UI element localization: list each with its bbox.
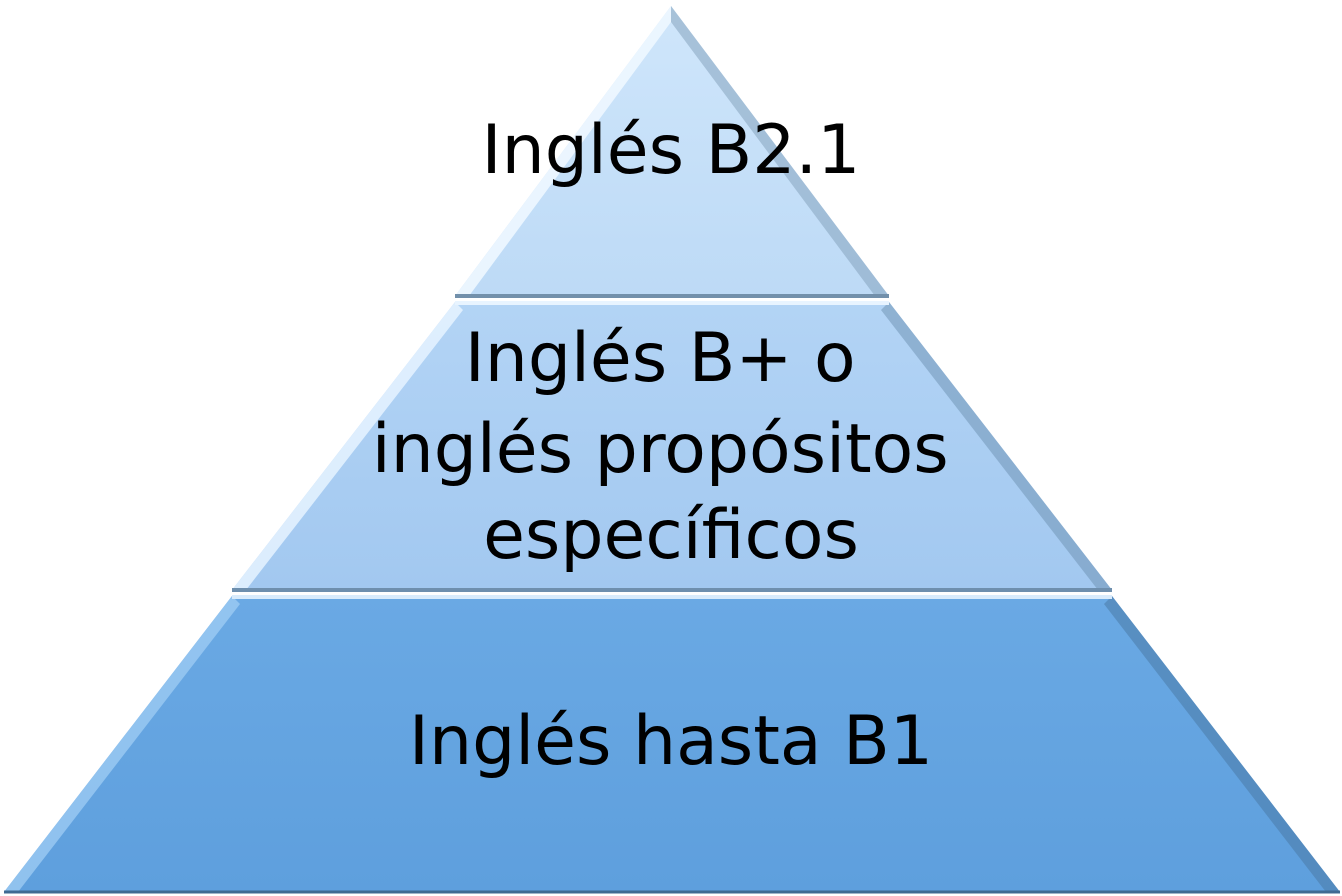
tier-top-line-1: Inglés B2.1	[482, 111, 861, 190]
tier-top-left-bevel	[455, 6, 671, 296]
tier-bottom-right-bevel	[1104, 596, 1340, 892]
tier-bottom-label: Inglés hasta B1	[409, 702, 933, 781]
tier-top-label: Inglés B2.1	[482, 111, 861, 190]
tier-middle-line-2: inglés propósitos	[372, 410, 949, 489]
tier-middle-right-bevel	[881, 302, 1112, 590]
pyramid-tier-top	[455, 6, 889, 298]
tier-middle-line-3: específicos	[483, 496, 859, 575]
pyramid-tier-middle	[232, 301, 1112, 592]
tier-bottom-left-bevel	[4, 596, 240, 892]
tier-middle-face	[232, 302, 1112, 590]
tier-bottom-line-1: Inglés hasta B1	[409, 702, 933, 781]
tier-top-face	[455, 6, 889, 296]
tier-middle-left-bevel	[232, 302, 463, 590]
tier-bottom-face	[4, 596, 1340, 892]
tier-middle-label: Inglés B+ o inglés propósitos específico…	[372, 319, 971, 575]
tier-middle-line-1: Inglés B+ o	[465, 319, 856, 398]
tier-top-right-bevel	[671, 6, 889, 296]
pyramid-tier-bottom	[4, 595, 1340, 894]
